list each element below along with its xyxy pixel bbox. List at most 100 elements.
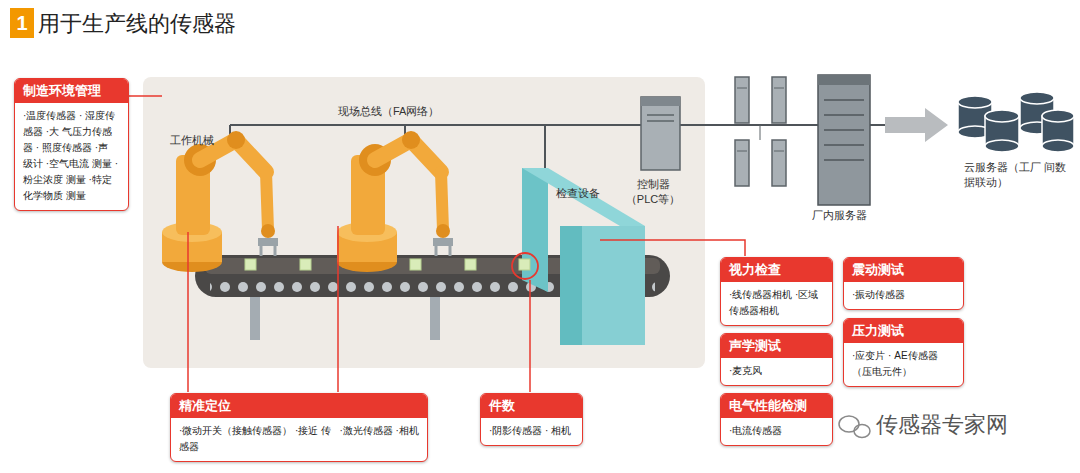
main-server-part (818, 75, 870, 205)
callout-body: ·振动传感器 (844, 282, 963, 309)
main-server-part (824, 144, 864, 146)
cloud-database-part (985, 110, 1019, 122)
server-rack-part (772, 77, 786, 123)
wechat-icon-part (839, 416, 859, 432)
inspection-gate-part (582, 226, 645, 345)
cloud-database-part (958, 96, 992, 108)
sensor-callout-box: 震动测试·振动传感器 (843, 257, 964, 310)
callout-body: ·线传感器相机 ·区域 传感器相机 (721, 282, 832, 325)
sensor-list: ·线传感器相机 ·区域 传感器相机 (729, 287, 824, 319)
inspection-gate-part (560, 226, 582, 345)
field-bus-part (544, 125, 546, 168)
main-server-part (818, 75, 870, 85)
callout-heading: 制造环境管理 (15, 79, 128, 103)
wechat-icon-part (854, 425, 870, 438)
leader-line-part (129, 95, 162, 97)
callout-body: ·电流传感器 (721, 418, 832, 445)
callout-body: ·微动开关（接触传感器） ·接近 传感器·激光传感器 ·相机 (171, 418, 427, 461)
cloud-database-part (985, 140, 1019, 152)
server-rack-part (772, 140, 786, 186)
cloud-label: 云服务器（工厂 间数据联动） (964, 160, 1068, 190)
callout-heading: 精准定位 (171, 394, 427, 418)
server-rack-detail-part (760, 125, 761, 140)
sensor-list: ·电流传感器 (729, 423, 824, 439)
sensor-callout-box: 压力测试 ·应变片 · AE传感器（压电元件） (843, 318, 964, 387)
controller-part (641, 97, 680, 106)
conveyor-part (250, 290, 260, 340)
cloud-database (958, 92, 1074, 152)
field-bus-part (230, 124, 885, 126)
page-title: 用于生产线的传感器 (38, 9, 236, 39)
leader-line-part (187, 232, 189, 392)
factory-panel (143, 77, 705, 368)
cloud-database-part (1042, 110, 1074, 122)
robot-arm-part (258, 238, 278, 246)
leader-line-part (529, 280, 531, 392)
main-server-part (824, 99, 864, 101)
controller-part (647, 114, 674, 116)
sensor-list: ·激光传感器 ·相机 (339, 423, 419, 455)
machine-label: 工作机械 (170, 133, 214, 148)
robot-arm (162, 131, 278, 272)
watermark: 传感器专家网 (876, 410, 1008, 440)
sensor-callout-box: 声学测试·麦克风 (720, 333, 833, 386)
controller-part (647, 120, 674, 122)
highlight-circle (512, 253, 538, 279)
callout-body: ·应变片 · AE传感器（压电元件） (844, 343, 963, 386)
server-label: 厂内服务器 (812, 208, 867, 223)
server-rack-detail-part (737, 151, 747, 152)
robot-arm-part (227, 131, 245, 149)
upload-arrow (885, 108, 948, 142)
equipment-label: 检查设备 (556, 186, 600, 201)
conveyor-part (430, 290, 440, 340)
main-server-part (824, 129, 864, 131)
callout-body: ·温度传感器 · 湿度传感器 ·大 气压力传感器 · 照度传感器 ·声 级计 ·… (15, 103, 128, 210)
section-number: 1 (10, 8, 34, 38)
sensor-list: ·阴影传感器 · 相机 (489, 423, 574, 439)
cloud-database-part (1042, 140, 1074, 152)
product-part (465, 259, 476, 270)
main-server-part (824, 114, 864, 116)
server-rack-detail-part (737, 88, 747, 89)
product-part (300, 259, 311, 270)
robot-arm-part (433, 238, 453, 246)
server-rack (735, 77, 786, 186)
sensor-callout-box: 电气性能检测·电流传感器 (720, 393, 833, 446)
sensor-list: ·微动开关（接触传感器） ·接近 传感器 (179, 423, 333, 455)
leader-line (129, 96, 745, 392)
callout-body: ·麦克风 (721, 358, 832, 385)
server-rack-part (735, 77, 749, 123)
sensor-callout-box: 视力检查 ·线传感器相机 ·区域 传感器相机 (720, 257, 833, 326)
sensor-list: ·振动传感器 (852, 287, 955, 303)
product-part (519, 259, 530, 270)
robot-arm-part (260, 246, 263, 256)
robot-arm-part (436, 224, 450, 238)
product-part (410, 259, 421, 270)
leader-line-part (600, 240, 745, 256)
wechat-icon (839, 416, 870, 438)
callout-body: ·阴影传感器 · 相机 (481, 418, 582, 445)
server-rack-detail-part (774, 88, 784, 89)
cloud-database-part (1020, 92, 1054, 104)
callout-heading: 声学测试 (721, 334, 832, 358)
main-server-part (824, 159, 864, 161)
controller (641, 97, 680, 170)
sensor-callout-box: 制造环境管理·温度传感器 · 湿度传感器 ·大 气压力传感器 · 照度传感器 ·… (14, 78, 129, 211)
server-rack-part (735, 140, 749, 186)
callout-heading: 压力测试 (844, 319, 963, 343)
robot-arm-part (402, 131, 420, 149)
callout-heading: 视力检查 (721, 258, 832, 282)
robot-arm (337, 131, 453, 272)
bus-label: 现场总线（FA网络） (338, 104, 439, 119)
leader-line-part (337, 226, 339, 392)
robot-arm-part (261, 224, 275, 238)
server-rack-detail (737, 88, 784, 151)
callout-heading: 件数 (481, 394, 582, 418)
sensor-list: ·应变片 · AE传感器（压电元件） (852, 348, 955, 380)
controller-label: 控制器 （PLC等） (622, 177, 684, 207)
robot-arm-part (274, 246, 277, 256)
inspection-gate-part (560, 226, 645, 227)
sensor-callout-box: 件数 ·阴影传感器 · 相机 (480, 393, 583, 446)
robot-arm-part (449, 246, 452, 256)
main-server (818, 75, 870, 205)
